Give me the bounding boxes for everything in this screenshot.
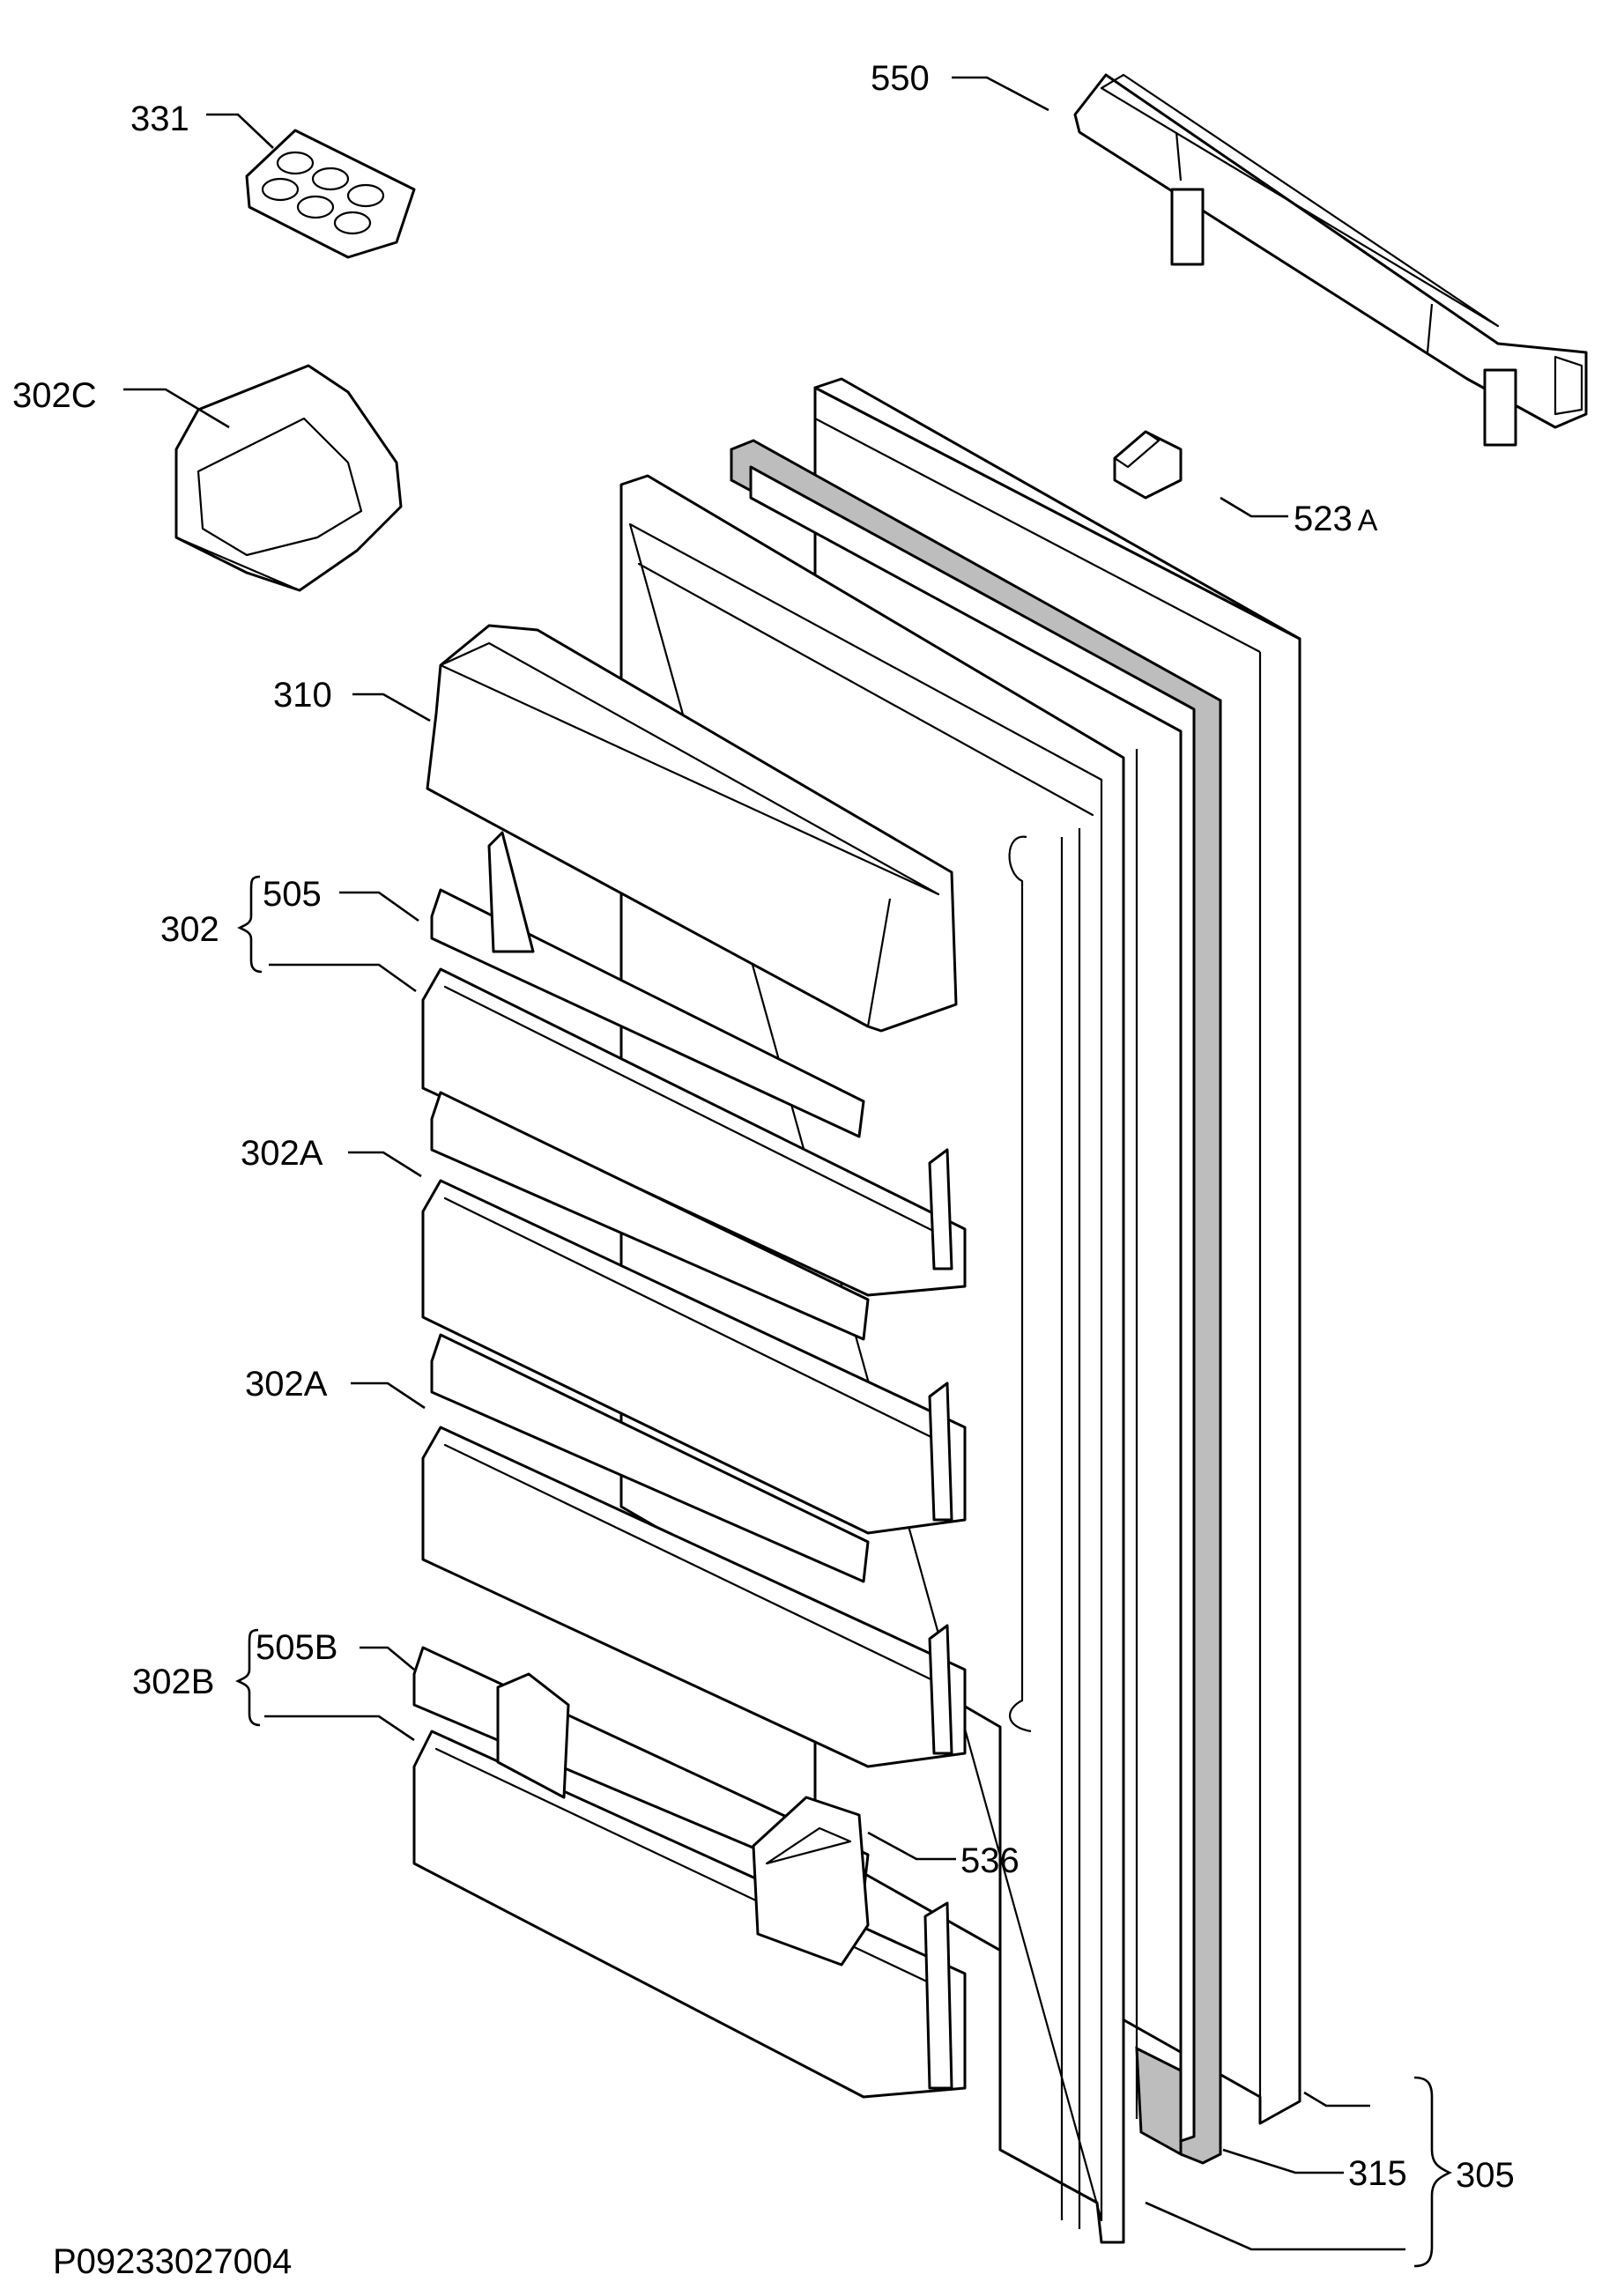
label-302c: 302C	[12, 376, 97, 415]
small-shelf-part	[174, 364, 403, 592]
drawing-code: P09233027004	[53, 2242, 292, 2281]
egg-tray-part	[245, 129, 416, 259]
label-315: 315	[1348, 2154, 1407, 2193]
label-505: 505	[263, 875, 322, 914]
label-536: 536	[960, 1841, 1020, 1880]
label-305: 305	[1456, 2156, 1515, 2195]
label-550: 550	[871, 59, 930, 98]
shelf-302a-upper	[421, 1091, 967, 1535]
label-310: 310	[273, 676, 332, 715]
label-331: 331	[130, 100, 189, 138]
dairy-lid-part	[426, 624, 958, 1033]
brace-305	[1413, 2076, 1453, 2268]
shelf-302a-lower	[421, 1333, 967, 1768]
brace-302b	[235, 1628, 261, 1727]
egg-cups	[261, 151, 385, 235]
label-302b: 302B	[132, 1663, 214, 1701]
hinge-cover-part	[1073, 73, 1588, 447]
shelf-302	[421, 831, 967, 1297]
label-302a-upper: 302A	[241, 1134, 323, 1173]
bottle-holder-part	[752, 1796, 870, 1967]
hinge-block-part	[1113, 430, 1183, 500]
label-302a-lower: 302A	[245, 1365, 328, 1404]
shelf-302b	[412, 1646, 967, 2099]
leader-lines	[123, 76, 1405, 2251]
door-gasket	[730, 439, 1222, 2165]
braces	[235, 875, 1453, 2268]
label-505b: 505B	[256, 1628, 337, 1667]
brace-302	[237, 875, 263, 974]
label-302: 302	[160, 910, 219, 949]
